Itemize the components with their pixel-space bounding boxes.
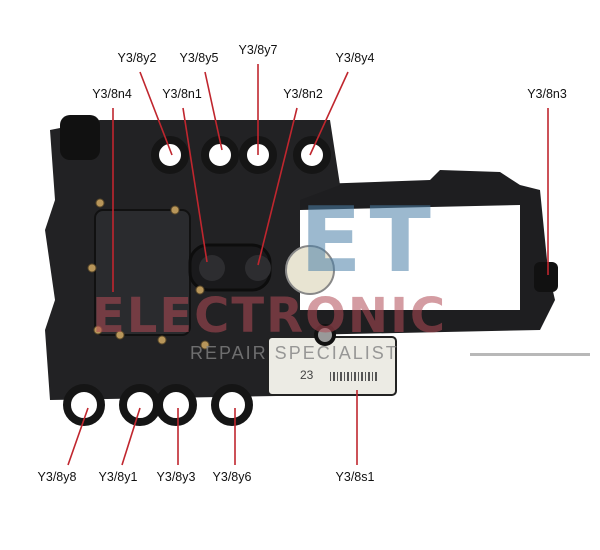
watermark-tagline: REPAIR SPECIALIST	[190, 343, 399, 363]
conductor-plate	[45, 115, 340, 400]
label-y3-8n3: Y3/8n3	[527, 87, 567, 101]
label-y3-8y3: Y3/8y3	[156, 470, 196, 484]
watermark-brand: ELECTRONIC	[92, 288, 448, 344]
module-number: 23	[300, 368, 314, 382]
barcode	[330, 372, 377, 381]
solenoid-sockets-top	[151, 136, 331, 174]
watermark-rule	[470, 353, 590, 356]
label-y3-8y1: Y3/8y1	[98, 470, 138, 484]
leader-lines	[67, 64, 549, 466]
solenoid-sockets-bottom	[63, 384, 253, 426]
label-y3-8y5: Y3/8y5	[179, 51, 219, 65]
label-y3-8y6: Y3/8y6	[212, 470, 252, 484]
label-y3-8n2: Y3/8n2	[283, 87, 323, 101]
sensor-module	[267, 324, 397, 396]
label-y3-8y4: Y3/8y4	[335, 51, 375, 65]
label-y3-8s1: Y3/8s1	[335, 470, 375, 484]
label-y3-8n4: Y3/8n4	[92, 87, 132, 101]
label-y3-8y7: Y3/8y7	[238, 43, 278, 57]
bushings	[87, 198, 210, 350]
watermark-logo: ET	[300, 188, 439, 293]
label-y3-8n1: Y3/8n1	[162, 87, 202, 101]
label-y3-8y2: Y3/8y2	[117, 51, 157, 65]
label-y3-8y8: Y3/8y8	[37, 470, 77, 484]
